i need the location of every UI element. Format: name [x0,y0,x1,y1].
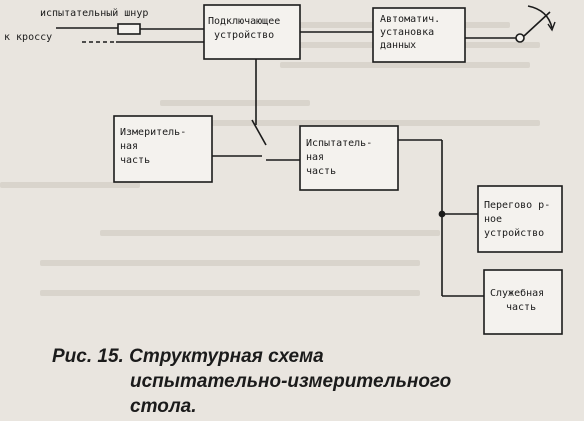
talk-device-line1: Перегово р- [484,200,550,211]
connecting-device-line1: Подключающее [208,16,280,27]
caption-line-3: стола. [130,396,197,417]
connecting-device-box [203,4,301,60]
service-part-line2: часть [506,302,536,313]
test-cord-label: испытательный шнур [40,7,148,19]
caption-line-2: испытательно-измерительного [130,371,452,392]
measuring-part-line1: Измеритель- [120,127,186,138]
service-part-line1: Служебная [490,287,544,299]
auto-data-line2: установка [380,27,434,38]
measuring-part-box [113,115,213,183]
auto-data-setup-box [372,7,466,63]
testing-part-box [299,125,399,191]
caption-line-1: Рис. 15. Структурная схема [52,346,324,367]
talk-device-line3: устройство [484,227,544,239]
measuring-part-line2: ная [120,141,138,152]
cord-connector [117,23,141,35]
figure-caption: Рис. 15. Структурная схема испытательно-… [52,344,532,419]
measuring-part-line3: часть [120,155,150,166]
testing-part-line1: Испытатель- [306,138,372,149]
auto-data-line1: Автоматич. [380,14,440,25]
to-cross-label: к кроссу [4,32,52,43]
service-part-box [483,269,563,335]
switch-arrow [527,5,553,29]
talk-device-box [477,185,563,253]
auto-data-line3: данных [380,40,416,51]
testing-part-line2: ная [306,152,324,163]
switch-contact [515,33,525,43]
connecting-device-line2: устройство [214,29,274,41]
talk-device-line2: ное [484,214,502,225]
measure-switch-blade [251,119,267,146]
testing-part-line3: часть [306,166,336,177]
